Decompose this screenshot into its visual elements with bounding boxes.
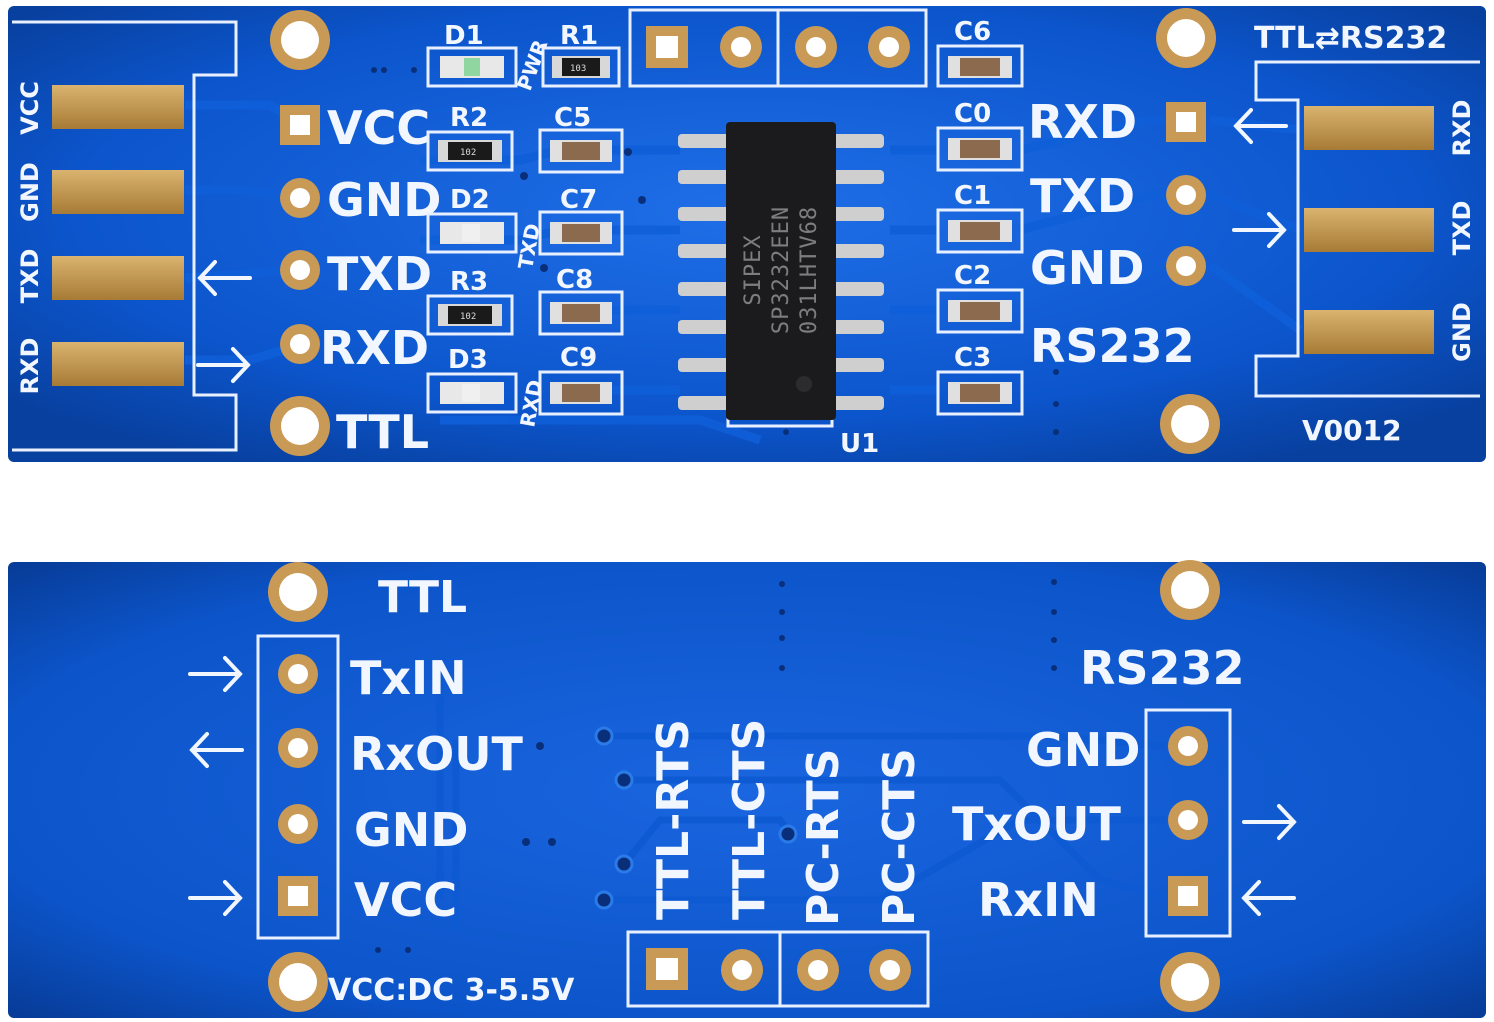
bottom-right-label-rxin: RxIN (978, 873, 1099, 927)
right-arrows (1232, 108, 1288, 248)
pin-label-vcc: VCC (327, 101, 430, 155)
bottom-left-header-outline (256, 634, 340, 940)
label-c5: C5 (554, 103, 591, 133)
left-pad-label-gnd: GND (16, 162, 44, 222)
pin-label-gnd: GND (327, 173, 441, 227)
right-pad-label-rxd: RXD (1448, 100, 1476, 157)
arrow-right-icon (1242, 804, 1297, 840)
bottom-pin-label-txin: TxIN (350, 651, 467, 705)
arrow-left-icon (1241, 880, 1296, 916)
bottom-header-outline (626, 930, 930, 1008)
arrow-right-icon (1232, 212, 1287, 248)
left-pad-label-txd: TXD (16, 249, 44, 304)
chip-line-3: 031LHTV68 (797, 206, 822, 334)
designators: D1 R1 PWR R2 C5 D2 C7 TXD R3 C8 D3 C9 RX… (444, 17, 991, 459)
top-right-header (1166, 102, 1206, 286)
ttl-label-bottom: TTL (378, 572, 467, 623)
bottom-right-label-txout: TxOUT (952, 797, 1122, 851)
left-pad-label-rxd: RXD (16, 338, 44, 395)
arrow-right-icon (196, 347, 251, 383)
label-c3: C3 (954, 343, 991, 373)
pin-label-ttl: TTL (336, 405, 429, 459)
bottom-traces (436, 680, 1167, 930)
vlabel-ttl-cts: TTL-CTS (724, 719, 775, 920)
right-pad-rxd (1304, 106, 1434, 150)
top-board: VCC GND TXD RXD VCC GND TXD RXD TTL (8, 6, 1486, 462)
voltage-label: VCC:DC 3-5.5V (328, 973, 575, 1008)
top-mounting-holes (270, 8, 1220, 456)
pin-label-txd: TXD (327, 247, 432, 301)
arrow-left-icon (197, 260, 252, 296)
right-pad-label-gnd: GND (1448, 302, 1476, 362)
label-r3: R3 (450, 267, 488, 297)
vlabel-ttl-rts: TTL-RTS (648, 719, 699, 920)
label-c2: C2 (954, 261, 991, 291)
bottom-left-header (278, 654, 318, 916)
top-vias (371, 67, 1059, 435)
r3-code: 102 (460, 312, 476, 322)
chip-line-1: SIPEX (741, 234, 766, 305)
label-c6: C6 (954, 17, 991, 47)
bottom-pcb (8, 562, 1486, 1018)
left-pad-label-vcc: VCC (16, 81, 44, 135)
right-pad-txd (1304, 208, 1434, 252)
arrow-left-icon (1233, 108, 1288, 144)
bottom-right-header (1168, 726, 1208, 916)
label-d3: D3 (448, 345, 488, 375)
label-u1: U1 (840, 429, 879, 459)
bottom-board: TTL TxIN RxOUT GND VCC TTL-RTS TTL-CTS P… (8, 560, 1486, 1018)
bottom-pin-label-rxout: RxOUT (350, 727, 524, 781)
left-pad-txd (52, 256, 184, 300)
bottom-pin-label-vcc: VCC (354, 873, 457, 927)
bottom-right-label-gnd: GND (1026, 723, 1140, 777)
bottom-pin-label-gnd: GND (354, 803, 468, 857)
r1-code: 103 (570, 64, 586, 74)
chip-line-2: SP3232EEN (769, 206, 794, 334)
label-r1: R1 (560, 21, 598, 51)
r2-code: 102 (460, 148, 476, 158)
top-title: TTL⇄RS232 (1254, 21, 1447, 56)
left-arrows (196, 260, 252, 383)
right-pin-label-rxd: RXD (1028, 95, 1137, 149)
rs232-label-top: RS232 (1030, 319, 1195, 373)
left-pad-rxd (52, 342, 184, 386)
right-pad-label-txd: TXD (1448, 201, 1476, 256)
top-left-header (280, 105, 320, 364)
arrow-left-icon (189, 732, 244, 768)
label-r2: R2 (450, 103, 488, 133)
label-c8: C8 (556, 265, 593, 295)
bottom-header-pins (646, 948, 911, 991)
right-pad-gnd (1304, 310, 1434, 354)
right-pin-label-txd: TXD (1030, 169, 1135, 223)
label-c1: C1 (954, 181, 991, 211)
arrow-right-icon (188, 880, 243, 916)
right-connector-outline (1254, 60, 1480, 398)
sp3232-chip: SIPEX SP3232EEN 031LHTV68 (678, 122, 884, 428)
label-d1: D1 (444, 21, 484, 51)
bottom-left-arrows (188, 656, 244, 916)
smd-components: 103 102 102 (426, 44, 1024, 416)
left-connector-outline (12, 20, 238, 452)
label-c9: C9 (560, 343, 597, 373)
right-pin-label-gnd: GND (1030, 241, 1144, 295)
vlabel-pc-cts: PC-CTS (874, 748, 925, 926)
label-c0: C0 (954, 99, 991, 129)
version-label: V0012 (1302, 414, 1402, 447)
pin-label-rxd: RXD (320, 321, 429, 375)
top-header-pins (646, 26, 910, 68)
label-d2: D2 (450, 185, 490, 215)
vlabel-pc-rts: PC-RTS (798, 749, 849, 926)
arrow-right-icon (188, 656, 243, 692)
rs232-label-bottom: RS232 (1080, 641, 1245, 695)
bottom-vias (375, 579, 1057, 953)
left-pad-gnd (52, 170, 184, 214)
bottom-right-arrows (1241, 804, 1297, 916)
bottom-mounting-holes (268, 560, 1220, 1012)
bottom-right-header-outline (1144, 708, 1232, 938)
label-c7: C7 (560, 185, 597, 215)
left-pad-vcc (52, 85, 184, 129)
